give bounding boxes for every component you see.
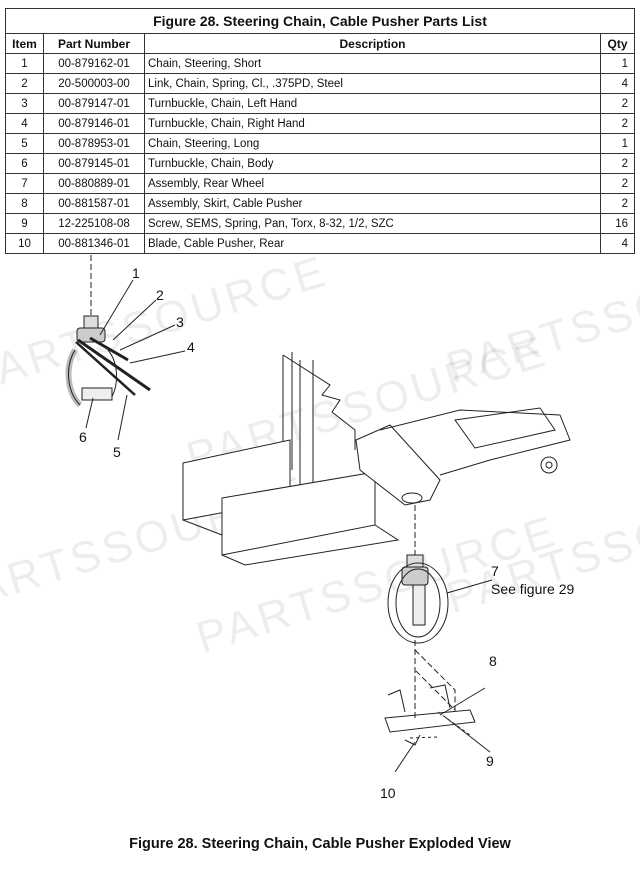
header-qty: Qty xyxy=(600,33,635,54)
qty-cell: 4 xyxy=(600,233,635,254)
part-number-cell: 00-879147-01 xyxy=(43,93,145,114)
rear-wheel-assembly xyxy=(384,505,476,746)
header-item: Item xyxy=(5,33,44,54)
callout-1: 1 xyxy=(132,265,140,281)
see-figure-note: See figure 29 xyxy=(491,581,575,597)
callout-6: 6 xyxy=(79,429,87,445)
callout-10: 10 xyxy=(380,785,396,801)
qty-cell: 16 xyxy=(600,213,635,234)
parts-list-table: Figure 28. Steering Chain, Cable Pusher … xyxy=(5,8,635,254)
base-frame xyxy=(182,352,571,566)
caster-chain-assembly xyxy=(65,255,151,408)
description-cell: Blade, Cable Pusher, Rear xyxy=(144,233,601,254)
callout-3: 3 xyxy=(176,314,184,330)
part-number-cell: 00-881346-01 xyxy=(43,233,145,254)
callout-4: 4 xyxy=(187,339,195,355)
item-cell: 10 xyxy=(5,233,44,254)
callout-9: 9 xyxy=(486,753,494,769)
figure-caption: Figure 28. Steering Chain, Cable Pusher … xyxy=(129,836,511,852)
table-title: Figure 28. Steering Chain, Cable Pusher … xyxy=(5,8,635,34)
callout-8: 8 xyxy=(489,653,497,669)
callout-7: 7 xyxy=(491,563,499,579)
callout-5: 5 xyxy=(113,444,121,460)
part-number-cell: 12-225108-08 xyxy=(43,213,145,234)
description-cell: Turnbuckle, Chain, Right Hand xyxy=(144,113,601,134)
description-cell: Assembly, Skirt, Cable Pusher xyxy=(144,193,601,214)
callout-2: 2 xyxy=(156,287,164,303)
